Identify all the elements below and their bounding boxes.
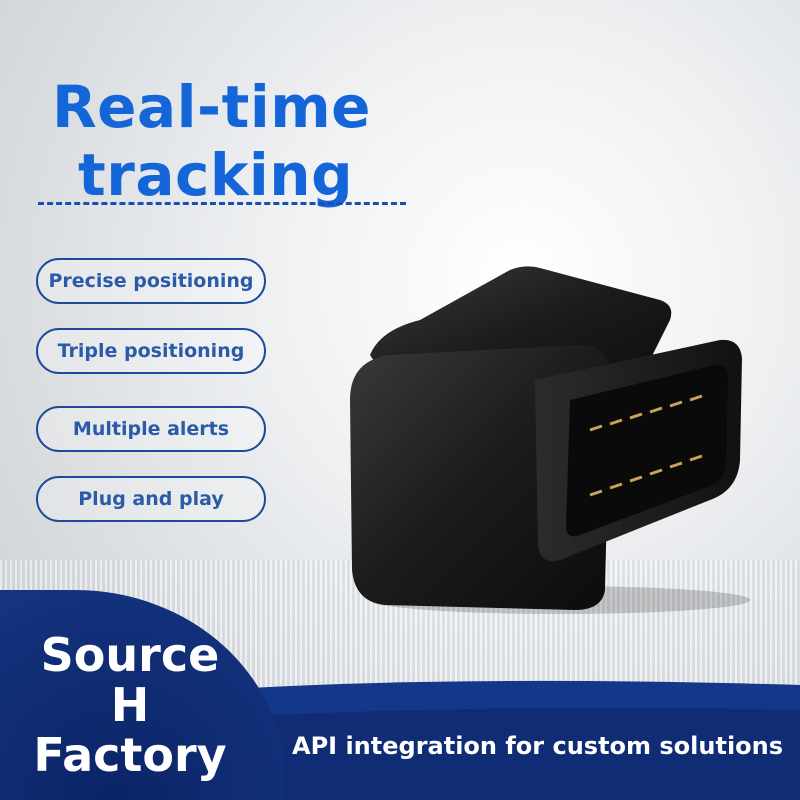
api-tagline: API integration for custom solutions — [292, 732, 784, 760]
feature-pill-plug-and-play: Plug and play — [36, 476, 266, 522]
badge-line-1: Source — [40, 628, 220, 682]
feature-pill-precise-positioning: Precise positioning — [36, 258, 266, 304]
headline-dashed-underline — [38, 202, 406, 205]
feature-pill-multiple-alerts: Multiple alerts — [36, 406, 266, 452]
badge-line-2: H — [110, 678, 150, 732]
headline-line-1: Real-time — [52, 73, 371, 141]
feature-label: Precise positioning — [48, 270, 254, 292]
feature-label: Triple positioning — [57, 340, 245, 362]
feature-label: Plug and play — [78, 488, 224, 510]
headline-line-2: tracking — [78, 141, 354, 209]
badge-line-3: Factory — [33, 728, 227, 782]
feature-pill-triple-positioning: Triple positioning — [36, 328, 266, 374]
feature-label: Multiple alerts — [72, 418, 230, 440]
obd-tracker-device-image — [350, 266, 750, 614]
